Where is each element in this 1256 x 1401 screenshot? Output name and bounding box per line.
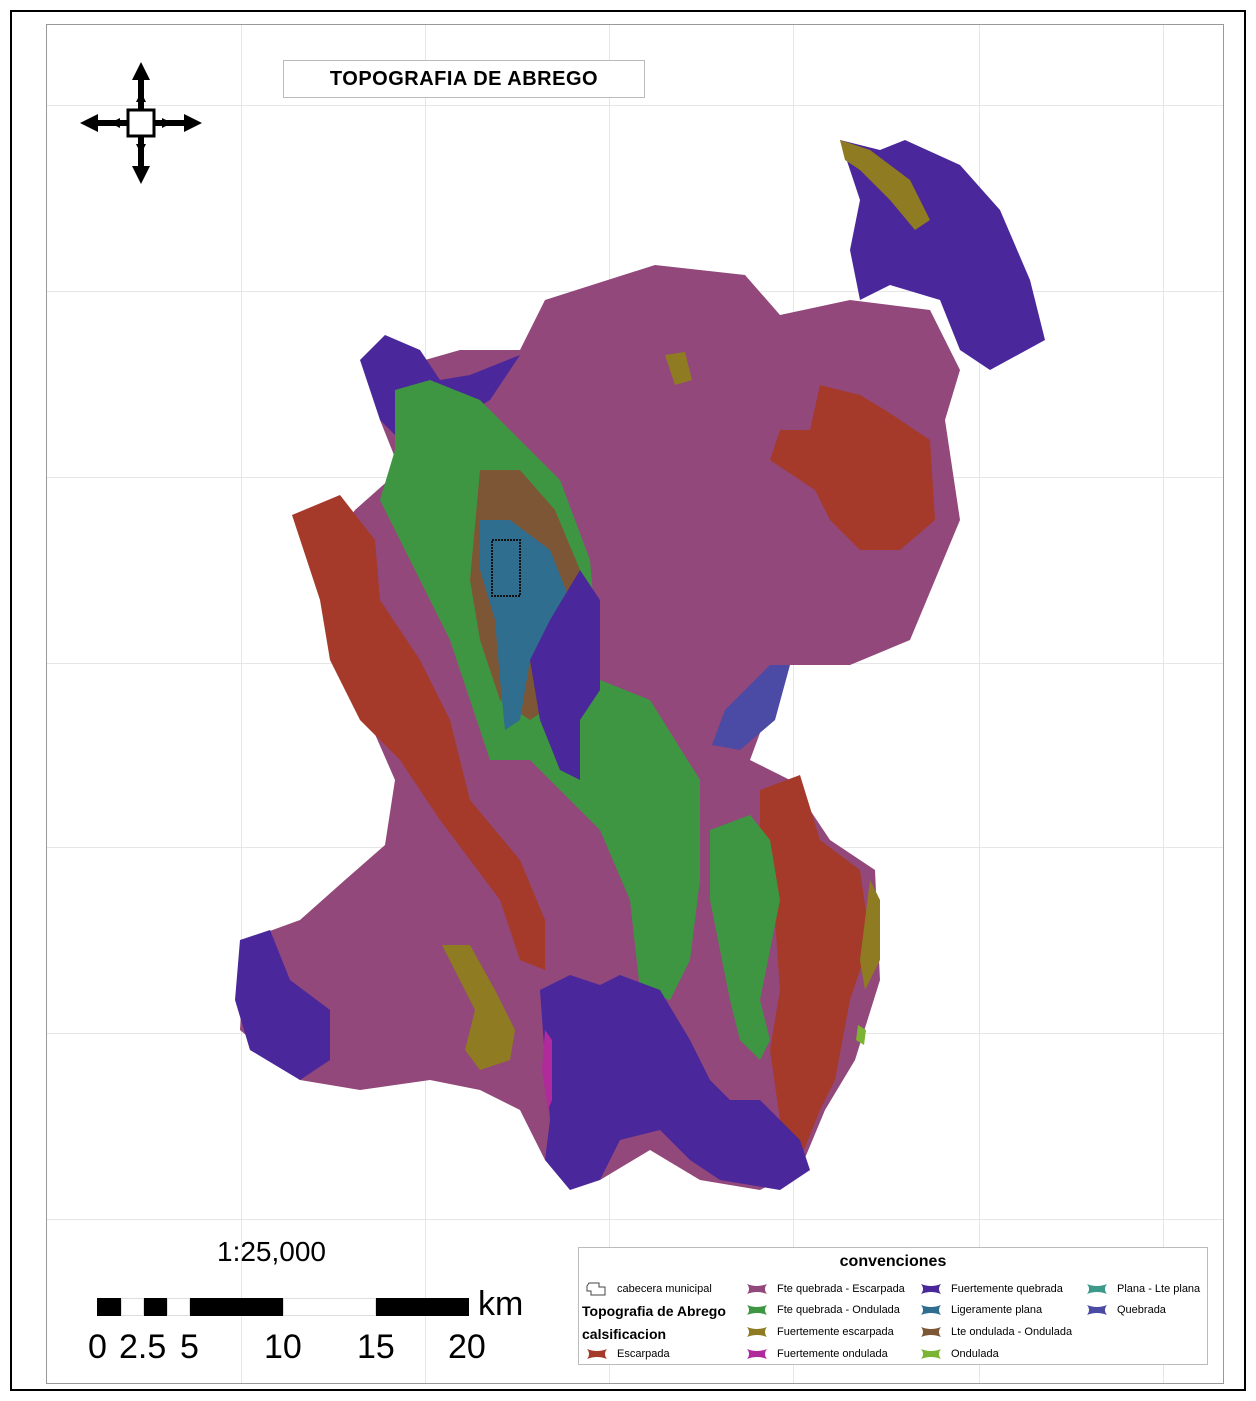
region-escarpada-east: [770, 385, 935, 550]
map-title: TOPOGRAFIA DE ABREGO: [283, 60, 645, 98]
legend-swatch: [747, 1305, 767, 1315]
legend-item: Fte quebrada - Ondulada: [745, 1303, 900, 1317]
scale-number: 0: [88, 1328, 107, 1366]
legend-item: Fuertemente escarpada: [745, 1325, 894, 1339]
scale-number: 15: [357, 1328, 395, 1366]
legend-label: Quebrada: [1117, 1304, 1166, 1316]
legend-swatch: [747, 1284, 767, 1294]
legend-label: Ligeramente plana: [951, 1304, 1043, 1316]
legend-swatch: [921, 1349, 941, 1359]
legend-field-title: calsificacion: [582, 1326, 667, 1342]
legend-item: Fuertemente ondulada: [745, 1347, 888, 1361]
region-quebrada: [712, 665, 790, 750]
legend-label: Fuertemente quebrada: [951, 1283, 1063, 1295]
legend-item: Escarpada: [585, 1347, 670, 1361]
scale-number: 20: [448, 1328, 486, 1366]
legend-label: Ondulada: [951, 1348, 999, 1360]
legend-item: Ondulada: [919, 1347, 999, 1361]
legend-item: Plana - Lte plana: [1085, 1282, 1200, 1296]
region-escarpada-se: [760, 775, 870, 1160]
legend-label: cabecera municipal: [617, 1283, 712, 1295]
legend-swatch: [1087, 1305, 1107, 1315]
legend-label: Fte quebrada - Escarpada: [777, 1283, 905, 1295]
region-fuertemente-quebrada-sw: [235, 930, 330, 1080]
map-frame: [10, 10, 1246, 1391]
cabecera-municipal-marker: [491, 539, 521, 597]
legend-swatch: [587, 1349, 607, 1359]
legend-layer-title: Topografia de Abrego: [582, 1303, 726, 1319]
legend-item: Ligeramente plana: [919, 1303, 1042, 1317]
legend-swatch: [747, 1349, 767, 1359]
legend-item-cabecera: cabecera municipal: [585, 1282, 712, 1296]
legend-swatch: [1087, 1284, 1107, 1294]
legend: convenciones cabecera municipal Topograf…: [578, 1247, 1208, 1365]
legend-item: Fte quebrada - Escarpada: [745, 1282, 905, 1296]
legend-item: Quebrada: [1085, 1303, 1166, 1317]
region-fuertemente-escarpada-ne: [840, 140, 930, 230]
region-fuertemente-quebrada-central: [530, 570, 600, 780]
region-escarpada-west: [292, 495, 545, 970]
legend-label: Fuertemente escarpada: [777, 1326, 894, 1338]
region-fuertemente-quebrada-south: [540, 975, 810, 1190]
region-ligeramente-plana: [480, 520, 570, 730]
compass-rose-icon: [80, 62, 202, 184]
region-ondulada: [856, 1025, 866, 1045]
region-fuertemente-escarpada-north: [665, 352, 692, 385]
legend-label: Fuertemente ondulada: [777, 1348, 888, 1360]
legend-swatch: [921, 1284, 941, 1294]
scale-unit: km: [478, 1285, 524, 1323]
legend-label: Plana - Lte plana: [1117, 1283, 1201, 1295]
cabecera-outline-icon: [586, 1282, 606, 1296]
legend-label: Lte ondulada - Ondulada: [951, 1326, 1073, 1338]
scale-number: 10: [264, 1328, 302, 1366]
region-fte-quebrada-ondulada-se: [710, 815, 780, 1060]
legend-swatch: [921, 1305, 941, 1315]
scale-number: 2.5: [119, 1328, 167, 1366]
legend-swatch: [921, 1327, 941, 1337]
region-fuertemente-ondulada: [542, 1030, 552, 1110]
region-fuertemente-escarpada-east: [860, 880, 880, 990]
legend-label: Escarpada: [617, 1348, 670, 1360]
legend-label: Fte quebrada - Ondulada: [777, 1304, 900, 1316]
legend-item: Lte ondulada - Ondulada: [919, 1325, 1072, 1339]
region-fuertemente-escarpada-sw: [442, 945, 515, 1070]
legend-title: convenciones: [839, 1253, 947, 1270]
legend-swatch: [747, 1327, 767, 1337]
scale-ratio: 1:25,000: [217, 1236, 326, 1267]
legend-item: Fuertemente quebrada: [919, 1282, 1063, 1296]
scale-number: 5: [180, 1328, 199, 1366]
scale-bar: [97, 1298, 469, 1318]
